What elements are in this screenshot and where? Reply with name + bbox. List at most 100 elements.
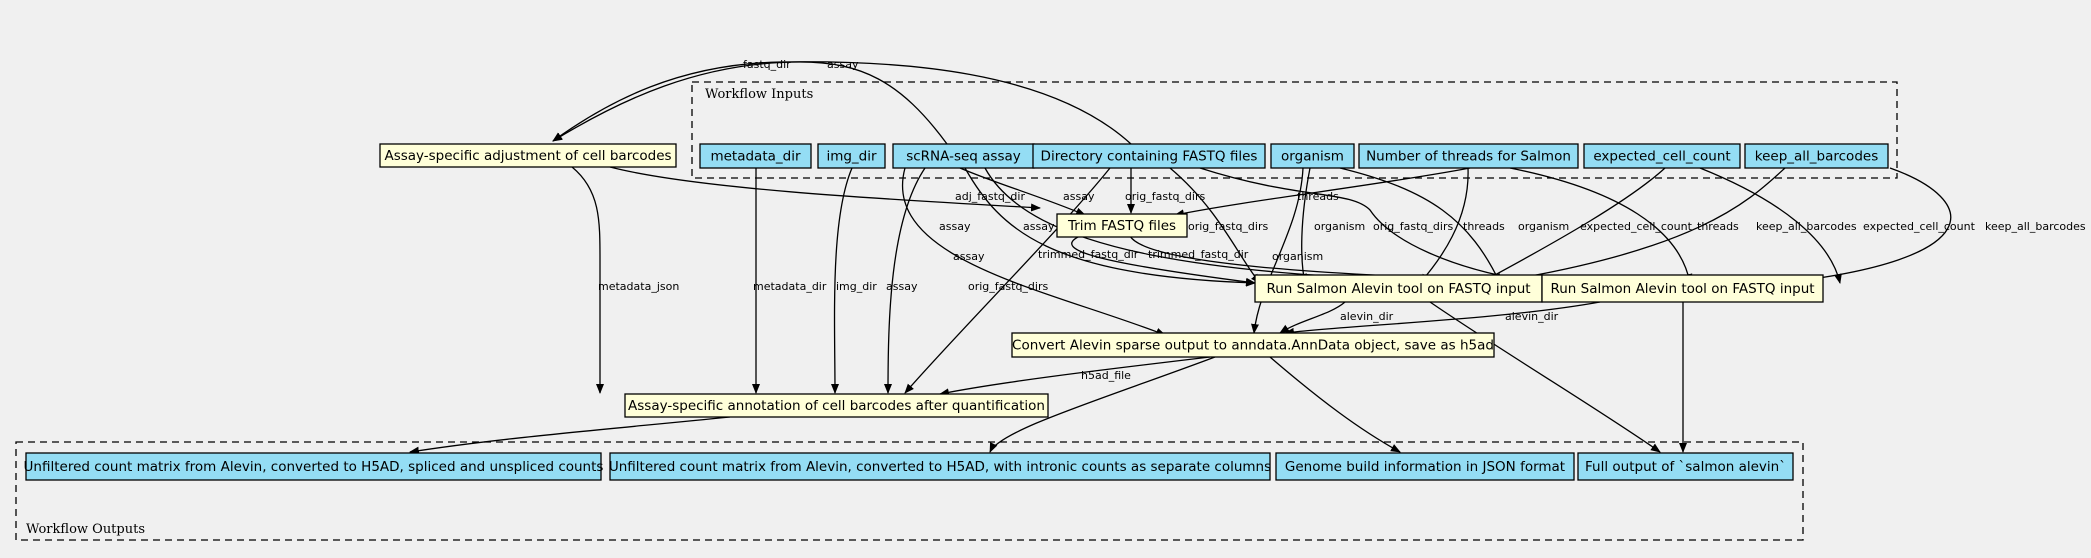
step-salmon-1-label: Run Salmon Alevin tool on FASTQ input: [1266, 281, 1530, 297]
edge-label-organism-convert: organism: [1272, 250, 1323, 263]
input-keep-all-barcodes[interactable]: keep_all_barcodes: [1744, 143, 1889, 169]
workflow-inputs-cluster: Workflow Inputs: [691, 81, 1898, 179]
edge-label-keep-s2: keep_all_barcodes: [1985, 220, 2086, 233]
edge-label-assay: assay: [827, 58, 859, 71]
edge-label-assay-annotate: assay: [886, 280, 918, 293]
edge-label-keep-s1: keep_all_barcodes: [1756, 220, 1857, 233]
input-metadata-dir[interactable]: metadata_dir: [699, 143, 812, 169]
edge-label-orig-fastq-s1: orig_fastq_dirs: [1188, 220, 1268, 233]
edge-keep-to-salmon1: [1489, 167, 1786, 286]
edge-fastq-orig-to-salmon2: [1199, 167, 1543, 286]
edge-ecc-to-salmon1: [1479, 167, 1666, 284]
input-fastq-dir[interactable]: Directory containing FASTQ files: [1032, 143, 1266, 169]
input-assay[interactable]: scRNA-seq assay: [892, 143, 1035, 169]
edge-label-ecc-s2: expected_cell_count: [1863, 220, 1976, 233]
edge-label-trimmed-1: trimmed_fastq_dir: [1038, 248, 1139, 261]
input-threads[interactable]: Number of threads for Salmon: [1358, 143, 1579, 169]
edge-label-ecc-s1: expected_cell_count: [1580, 220, 1693, 233]
edge-img-to-annotate: [830, 167, 853, 394]
step-annotate-label: Assay-specific annotation of cell barcod…: [628, 398, 1045, 414]
output-salmon-full-label: Full output of `salmon alevin`: [1585, 459, 1786, 475]
step-salmon-2-label: Run Salmon Alevin tool on FASTQ input: [1550, 281, 1814, 297]
step-trim-fastq-label: Trim FASTQ files: [1067, 218, 1176, 234]
output-h5ad-spliced[interactable]: Unfiltered count matrix from Alevin, con…: [24, 452, 604, 481]
edge-convert-to-out2: [989, 356, 1216, 453]
input-img-dir[interactable]: img_dir: [817, 143, 886, 169]
edge-label-alevin-1: alevin_dir: [1340, 310, 1394, 323]
edge-threads-to-trim: [1174, 167, 1471, 218]
input-nodes: metadata_dir img_dir scRNA-seq assay Dir…: [699, 143, 1889, 169]
edge-keep-to-salmon2: [1779, 167, 1952, 286]
edge-label-adj-fastq-dir: adj_fastq_dir: [955, 190, 1025, 203]
step-convert-label: Convert Alevin sparse output to anndata.…: [1012, 338, 1494, 354]
workflow-outputs-cluster: Workflow Outputs: [15, 441, 1804, 541]
step-salmon-1[interactable]: Run Salmon Alevin tool on FASTQ input: [1254, 274, 1543, 303]
output-h5ad-spliced-label: Unfiltered count matrix from Alevin, con…: [24, 459, 604, 475]
output-h5ad-intronic-label: Unfiltered count matrix from Alevin, con…: [609, 459, 1271, 475]
edge-label-organism-s2: organism: [1518, 220, 1569, 233]
input-keep-all-barcodes-label: keep_all_barcodes: [1755, 149, 1878, 165]
edge-organism-to-salmon1: [1299, 167, 1311, 284]
step-annotate[interactable]: Assay-specific annotation of cell barcod…: [624, 393, 1049, 418]
step-adjust-barcodes-label: Assay-specific adjustment of cell barcod…: [384, 148, 671, 164]
edge-assay-to-adjust: [552, 61, 948, 145]
output-nodes: Unfiltered count matrix from Alevin, con…: [24, 452, 1794, 481]
edge-label-img-dir: img_dir: [836, 280, 877, 293]
edge-fastq-orig-to-annotate: [904, 167, 1111, 394]
edge-label-h5ad-file: h5ad_file: [1081, 369, 1131, 382]
input-expected-cell-count-label: expected_cell_count: [1593, 149, 1730, 165]
workflow-inputs-label: Workflow Inputs: [705, 87, 813, 102]
edge-assay-to-salmon1: [964, 167, 1256, 287]
input-expected-cell-count[interactable]: expected_cell_count: [1583, 143, 1741, 169]
edge-label-metadata-json: metadata_json: [598, 280, 679, 293]
output-salmon-full[interactable]: Full output of `salmon alevin`: [1577, 452, 1794, 481]
input-assay-label: scRNA-seq assay: [906, 149, 1021, 165]
output-genome-build[interactable]: Genome build information in JSON format: [1275, 452, 1575, 481]
edge-salmon2-to-convert: [1284, 301, 1601, 336]
edge-organism-to-convert: [1251, 167, 1304, 334]
edge-convert-to-annotate: [939, 356, 1211, 397]
edge-label-trimmed-2: trimmed_fastq_dir: [1148, 248, 1249, 261]
input-threads-label: Number of threads for Salmon: [1366, 149, 1571, 165]
edges: [409, 61, 1952, 455]
edge-label-assay-a: assay: [939, 220, 971, 233]
edge-label-orig-fastq-s2: orig_fastq_dirs: [1373, 220, 1453, 233]
edge-label-threads-s1: threads: [1463, 220, 1505, 233]
step-trim-fastq[interactable]: Trim FASTQ files: [1056, 213, 1188, 238]
input-metadata-dir-label: metadata_dir: [710, 149, 801, 165]
step-salmon-2[interactable]: Run Salmon Alevin tool on FASTQ input: [1541, 274, 1824, 303]
input-fastq-dir-label: Directory containing FASTQ files: [1041, 149, 1258, 165]
edge-threads-to-salmon2: [1509, 167, 1693, 284]
edge-label-alevin-2: alevin_dir: [1505, 310, 1559, 323]
edge-label-fastq-dir: fastq_dir: [743, 58, 791, 71]
edge-label-assay-b: assay: [1023, 220, 1055, 233]
edge-label-orig-fastq-annotate: orig_fastq_dirs: [968, 280, 1048, 293]
step-convert[interactable]: Convert Alevin sparse output to anndata.…: [1011, 332, 1495, 358]
edge-fastq-dir-to-adjust: [552, 61, 1132, 145]
edge-labels: fastq_dir assay threads adj_fastq_dir as…: [598, 58, 2086, 382]
edge-adjust-to-annotate: [571, 166, 604, 394]
edge-adjust-to-trim: [609, 166, 1041, 212]
step-adjust-barcodes[interactable]: Assay-specific adjustment of cell barcod…: [379, 143, 677, 168]
edge-organism-to-salmon2: [1339, 167, 1501, 284]
edge-annotate-to-out1: [409, 416, 731, 455]
output-h5ad-intronic[interactable]: Unfiltered count matrix from Alevin, con…: [609, 452, 1271, 481]
edge-salmon1-to-out4: [1429, 301, 1661, 453]
step-nodes: Assay-specific adjustment of cell barcod…: [379, 143, 1824, 418]
edge-assay-to-annotate: [884, 167, 926, 394]
edge-assay-to-convert: [902, 167, 1166, 336]
input-organism[interactable]: organism: [1270, 143, 1355, 169]
edge-fastq-orig-to-salmon1: [1169, 167, 1261, 284]
edge-label-organism-s1: organism: [1314, 220, 1365, 233]
edge-ecc-to-salmon2: [1699, 167, 1842, 284]
edge-label-assay-convert: assay: [953, 250, 985, 263]
workflow-outputs-label: Workflow Outputs: [26, 522, 145, 537]
edge-assay-to-trim: [959, 167, 1086, 216]
edge-trim-to-salmon1: [1071, 235, 1256, 286]
edge-label-metadata-dir: metadata_dir: [753, 280, 827, 293]
edge-label-threads-trim: threads: [1297, 190, 1339, 203]
edge-label-orig-fastq-trim: orig_fastq_dirs: [1125, 190, 1205, 203]
edge-label-assay-trim: assay: [1063, 190, 1095, 203]
input-img-dir-label: img_dir: [826, 149, 877, 165]
